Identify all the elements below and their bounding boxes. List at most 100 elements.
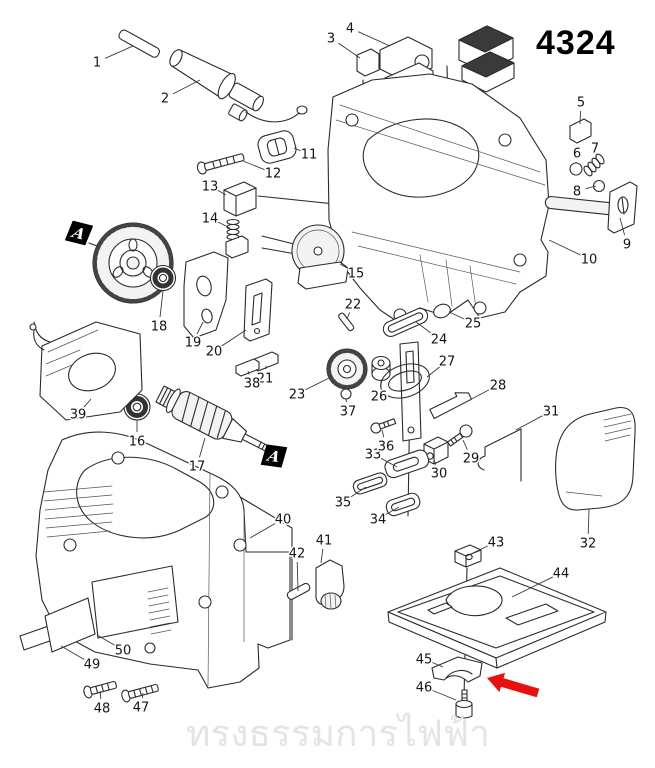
part-number: 6 (573, 147, 581, 162)
callout-26: 26 (369, 378, 389, 406)
leader-line (385, 506, 400, 515)
part-number: 11 (301, 148, 318, 163)
part-number: 3 (327, 32, 335, 47)
callout-7: 7 (589, 140, 600, 158)
callout-49: 49 (60, 645, 102, 674)
callout-4: 4 (344, 20, 391, 47)
part-number: 37 (340, 405, 357, 420)
part-square-nut-43 (454, 544, 482, 568)
leader-line (339, 263, 349, 269)
part-wedge-28 (429, 392, 473, 420)
callout-42: 42 (287, 545, 307, 592)
callout-44: 44 (511, 565, 571, 598)
callout-47: 47 (131, 692, 151, 717)
leader-line (242, 160, 265, 171)
callout-29: 29 (461, 439, 481, 468)
leader-line (432, 662, 444, 668)
leader-line (296, 561, 299, 592)
callout-28: 28 (465, 377, 508, 403)
part-number: 45 (416, 653, 433, 668)
callout-22: 22 (343, 296, 363, 320)
part-hex-wrench (118, 29, 161, 58)
leader-line (448, 311, 466, 320)
leader-line (619, 217, 626, 236)
leader-line (380, 457, 398, 468)
part-housing-40 (35, 431, 291, 689)
leader-line (338, 42, 361, 59)
callout-31: 31 (515, 403, 561, 431)
leader-line (83, 398, 92, 408)
part-number: 22 (345, 298, 362, 313)
callout-25: 25 (448, 311, 483, 333)
leader-line (515, 414, 544, 431)
part-insulation-plate-19 (183, 251, 229, 339)
part-number: 19 (185, 336, 202, 351)
part-number: 23 (289, 388, 306, 403)
leader-line (579, 110, 582, 125)
part-number: 1 (93, 56, 101, 71)
part-lever-41 (315, 559, 345, 610)
callout-14: 14 (200, 210, 231, 229)
callout-36: 36 (376, 429, 396, 456)
part-pin-42 (286, 582, 311, 600)
part-number: 4 (346, 22, 354, 37)
leader-line (249, 523, 276, 539)
callout-32: 32 (578, 508, 598, 553)
callout-33: 33 (363, 446, 398, 468)
part-motor-housing (327, 73, 623, 323)
leader-line (415, 321, 433, 335)
leader-line (511, 576, 554, 598)
part-number: 39 (70, 408, 87, 423)
part-number: 34 (370, 513, 387, 528)
callout-13: 13 (200, 178, 227, 196)
leader-line (247, 370, 250, 375)
highlight-arrow (487, 672, 540, 698)
callout-21: 21 (255, 365, 275, 388)
part-ball-bearing-16 (123, 393, 151, 421)
leader-line (199, 437, 206, 458)
callout-5: 5 (575, 94, 587, 125)
part-drawings (19, 25, 638, 719)
part-number: 20 (206, 345, 223, 360)
callout-39: 39 (68, 398, 92, 424)
part-base-44 (387, 567, 607, 669)
callout-15: 15 (339, 263, 366, 283)
part-number: 35 (335, 496, 352, 511)
leader-line (465, 388, 491, 403)
part-number: 29 (463, 452, 480, 467)
part-number: 21 (257, 372, 274, 387)
leader-line (293, 147, 301, 152)
callout-12: 12 (242, 160, 283, 183)
callout-16: 16 (127, 420, 147, 451)
part-clip-38 (235, 358, 260, 377)
leader-line (196, 321, 204, 335)
callout-40: 40 (249, 511, 293, 539)
part-number: 5 (577, 96, 585, 111)
part-number: 12 (265, 167, 282, 182)
part-number: 24 (431, 333, 448, 348)
part-nut-37 (340, 388, 352, 400)
leader-line (105, 45, 134, 59)
part-slider-27 (380, 341, 430, 442)
callout-37: 37 (338, 398, 358, 421)
view-marker-a: A (260, 444, 288, 468)
part-number: 32 (580, 537, 597, 552)
leader-line (99, 690, 102, 700)
part-cord-guard-11 (257, 130, 297, 164)
part-plate-33 (384, 449, 430, 479)
callout-43: 43 (472, 534, 506, 554)
view-markers: AA (64, 220, 288, 468)
part-pin-22 (338, 312, 355, 332)
leader-line (346, 312, 351, 320)
part-clamp-45 (431, 656, 483, 683)
part-armature-17 (155, 385, 269, 452)
leader-line (548, 239, 582, 256)
part-screw-12 (196, 153, 245, 175)
watermark-text: ทรงธรรมการไฟฟ้า (186, 712, 490, 755)
part-number: 46 (416, 681, 433, 696)
part-brush-holder-13 (223, 181, 257, 217)
part-cover-32 (555, 406, 636, 511)
leader-line (585, 185, 597, 190)
